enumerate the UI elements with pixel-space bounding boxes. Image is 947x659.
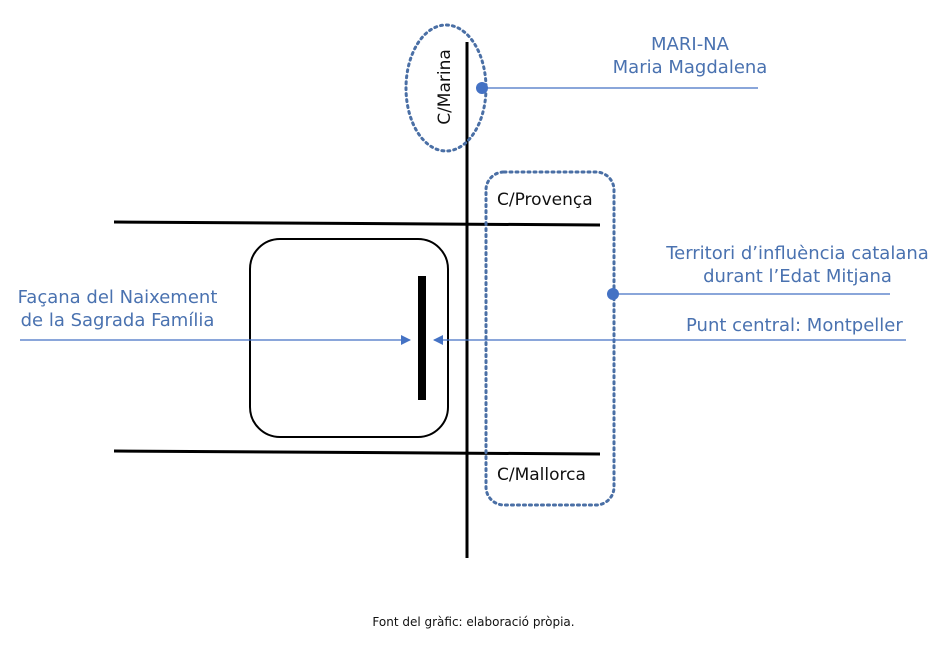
street-mallorca-line — [113, 449, 601, 456]
territory-callout-dot — [607, 288, 619, 300]
marina-annotation: MARI-NA Maria Magdalena — [560, 33, 820, 79]
territory-dotted-region — [484, 170, 616, 507]
street-provenca-line — [113, 220, 601, 227]
facade-line1: Façana del Naixement — [17, 287, 218, 308]
street-label-provenca: C/Provença — [497, 190, 593, 210]
city-block — [249, 238, 449, 438]
street-label-marina: C/Marina — [435, 49, 455, 125]
marina-subtitle: Maria Magdalena — [612, 57, 768, 78]
facade-annotation: Façana del Naixement de la Sagrada Famíl… — [10, 286, 225, 332]
marina-callout-dot — [476, 82, 488, 94]
facade-line2: de la Sagrada Família — [20, 310, 215, 331]
figure-caption: Font del gràfic: elaboració pròpia. — [372, 615, 575, 629]
territory-line2: durant l’Edat Mitjana — [703, 266, 892, 287]
facade-bar — [418, 276, 426, 400]
territory-annotation: Territori d’influència catalana durant l… — [650, 242, 945, 288]
street-label-mallorca: C/Mallorca — [497, 465, 586, 485]
central-point-label: Punt central: Montpeller — [686, 315, 903, 336]
territory-line1: Territori d’influència catalana — [666, 243, 929, 264]
marina-title: MARI-NA — [651, 34, 729, 55]
